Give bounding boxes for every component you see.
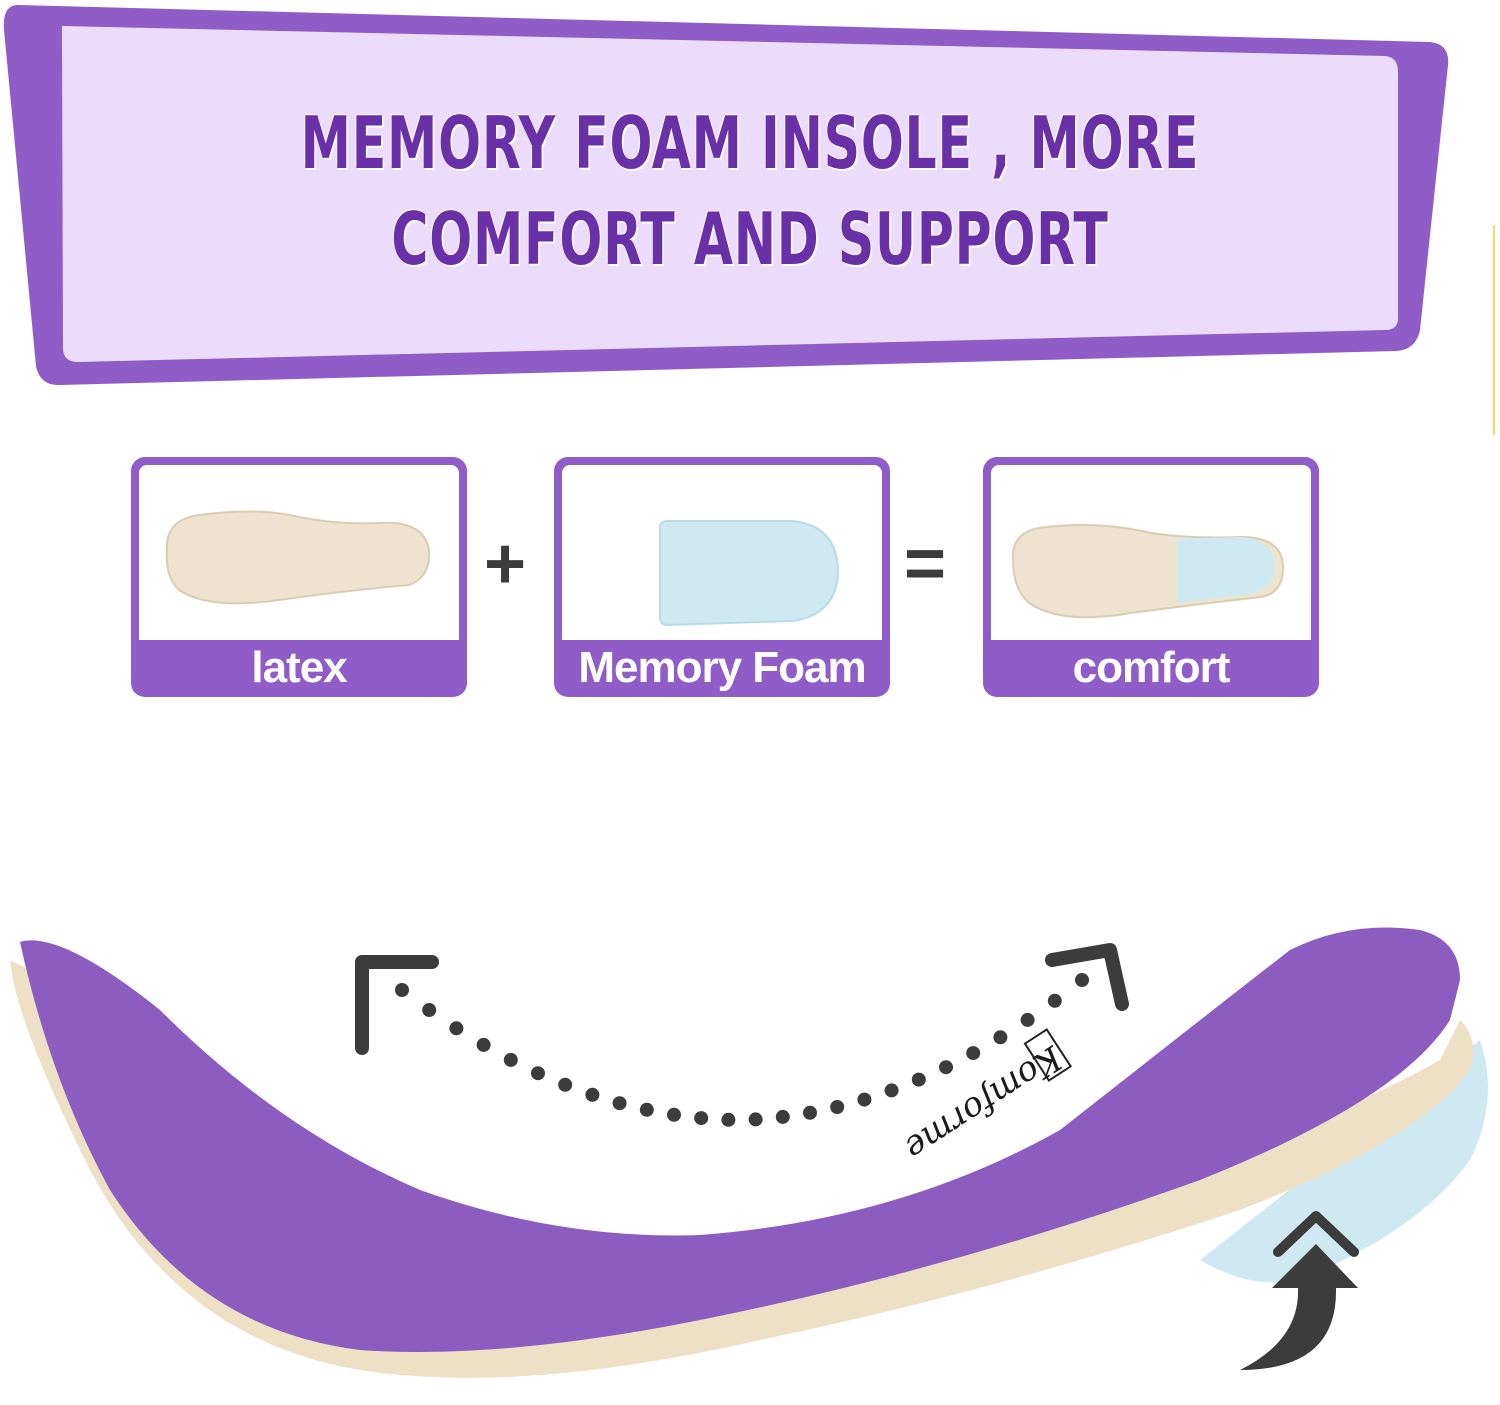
flex-arc-dot xyxy=(395,983,409,997)
flex-arc-dot xyxy=(966,1046,981,1061)
headline-banner: MEMORY FOAM INSOLE , MORE COMFORT AND SU… xyxy=(0,0,1500,400)
insole-top-layer xyxy=(20,927,1460,1352)
flex-arc-dot xyxy=(830,1100,845,1114)
plus-icon: + xyxy=(484,524,527,604)
flex-arc-dot xyxy=(1047,993,1062,1008)
latex-label: latex xyxy=(251,643,347,692)
flex-arc-dot xyxy=(803,1105,817,1120)
flex-arc-dot xyxy=(639,1102,654,1117)
flex-arc-dot xyxy=(748,1112,763,1127)
memory-foam-label: Memory Foam xyxy=(578,643,866,692)
flex-arc-dot xyxy=(857,1092,872,1107)
banner-frame xyxy=(3,5,1449,386)
curved-up-arrow-icon xyxy=(1240,1211,1359,1370)
flex-arc-dot xyxy=(422,1003,437,1017)
flex-arc-dot xyxy=(476,1037,491,1052)
flex-arc-dot xyxy=(721,1112,736,1127)
flex-arc-dot xyxy=(503,1052,518,1067)
flex-arc-dot xyxy=(911,1072,926,1087)
brand-logo-mark xyxy=(1023,1028,1073,1082)
memory-foam-card: Memory Foam xyxy=(554,457,890,697)
headline-line-1: MEMORY FOAM INSOLE , MORE xyxy=(300,101,1200,185)
flex-arc-dot xyxy=(939,1060,953,1075)
comfort-card: comfort xyxy=(983,457,1319,697)
memory-foam-heel-pad-image xyxy=(562,465,882,640)
headline-line-2: COMFORT AND SUPPORT xyxy=(391,197,1109,281)
flex-arc-dot xyxy=(993,1030,1008,1045)
flex-arc-dot xyxy=(775,1109,790,1124)
flex-arc-dot xyxy=(884,1083,899,1098)
flex-arc-dot xyxy=(558,1077,573,1092)
flex-arc-dot xyxy=(694,1111,709,1126)
latex-insole-image xyxy=(139,465,459,640)
flexible-insole-illustration: Komforme xyxy=(0,900,1500,1401)
headline-text: MEMORY FOAM INSOLE , MORE COMFORT AND SU… xyxy=(282,95,1218,287)
flex-arc-dot xyxy=(531,1066,545,1081)
latex-card: latex xyxy=(131,457,467,697)
comfort-label: comfort xyxy=(1072,643,1231,692)
combined-insole-image xyxy=(991,465,1311,640)
edge-divider xyxy=(1493,225,1495,435)
flex-arc-dot xyxy=(612,1096,627,1111)
flex-arc-dot xyxy=(449,1021,464,1036)
equals-icon: = xyxy=(904,524,947,604)
flex-arc-dot xyxy=(667,1107,681,1122)
flex-arc-dot xyxy=(1075,973,1089,987)
curved-dotted-flex-arrow-icon xyxy=(355,943,1129,1127)
flex-arc-dot xyxy=(585,1087,600,1102)
flex-arc-dot xyxy=(1020,1012,1035,1027)
